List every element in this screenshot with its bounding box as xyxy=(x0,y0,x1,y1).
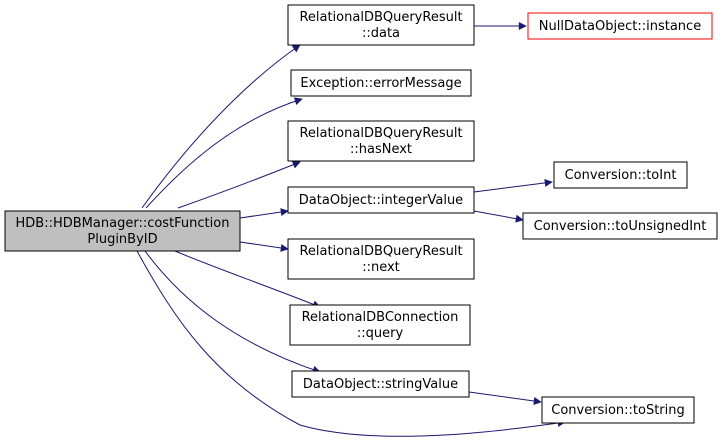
node-rdqr-data[interactable]: RelationalDBQueryResult ::data xyxy=(287,4,475,46)
node-conv-tounsigned-label: Conversion::toUnsignedInt xyxy=(534,219,707,234)
node-conv-tounsigned[interactable]: Conversion::toUnsignedInt xyxy=(522,212,718,240)
node-conv-toint-label: Conversion::toInt xyxy=(565,168,677,183)
node-null-instance-label: NullDataObject::instance xyxy=(539,19,701,34)
node-rdqr-hasnext-line-1: RelationalDBQueryResult xyxy=(299,126,462,141)
node-do-intvalue[interactable]: DataObject::integerValue xyxy=(287,186,475,214)
node-exc-error-label: Exception::errorMessage xyxy=(300,76,461,91)
node-conv-tostring-label: Conversion::toString xyxy=(551,403,685,418)
edge-root-to-do-strvalue xyxy=(144,250,321,374)
node-rdqr-next-line-2: ::next xyxy=(362,260,400,275)
edge-root-to-do-intvalue xyxy=(239,208,289,219)
node-rdc-query-line-1: RelationalDBConnection xyxy=(302,310,459,325)
node-do-intvalue-label: DataObject::integerValue xyxy=(299,193,463,208)
node-rdqr-next-line-1: RelationalDBQueryResult xyxy=(299,244,462,259)
node-rdqr-hasnext[interactable]: RelationalDBQueryResult ::hasNext xyxy=(287,120,475,162)
node-conv-toint[interactable]: Conversion::toInt xyxy=(553,161,688,189)
node-rdqr-data-line-2: ::data xyxy=(362,26,400,41)
edges xyxy=(136,22,566,437)
node-null-instance[interactable]: NullDataObject::instance xyxy=(527,12,713,40)
node-root-line-1: HDB::HDBManager::costFunction xyxy=(16,216,230,231)
edge-root-to-rdqr-data xyxy=(141,44,301,209)
edge-root-to-conv-tostring xyxy=(136,250,566,437)
edge-do-strvalue-to-conv-tostring xyxy=(468,391,542,405)
node-rdc-query[interactable]: RelationalDBConnection ::query xyxy=(289,304,471,346)
node-do-strvalue-label: DataObject::stringValue xyxy=(303,377,458,392)
node-rdqr-data-line-1: RelationalDBQueryResult xyxy=(299,10,462,25)
edge-root-to-rdc-query xyxy=(174,250,321,309)
node-root[interactable]: HDB::HDBManager::costFunction PluginByID xyxy=(4,210,241,252)
node-conv-tostring[interactable]: Conversion::toString xyxy=(541,396,695,424)
node-exc-error[interactable]: Exception::errorMessage xyxy=(290,69,472,97)
edge-root-to-exc-error xyxy=(145,97,303,209)
node-rdc-query-line-2: ::query xyxy=(357,326,404,341)
node-do-strvalue[interactable]: DataObject::stringValue xyxy=(291,370,470,398)
node-root-line-2: PluginByID xyxy=(87,232,157,247)
node-rdqr-hasnext-line-2: ::hasNext xyxy=(350,142,412,157)
node-rdqr-next[interactable]: RelationalDBQueryResult ::next xyxy=(287,238,475,280)
edge-root-to-rdqr-hasnext xyxy=(177,160,301,209)
edge-do-intvalue-to-conv-tounsigned xyxy=(473,210,524,223)
edge-do-intvalue-to-conv-toint xyxy=(473,178,553,193)
edge-root-to-rdqr-next xyxy=(239,241,289,252)
